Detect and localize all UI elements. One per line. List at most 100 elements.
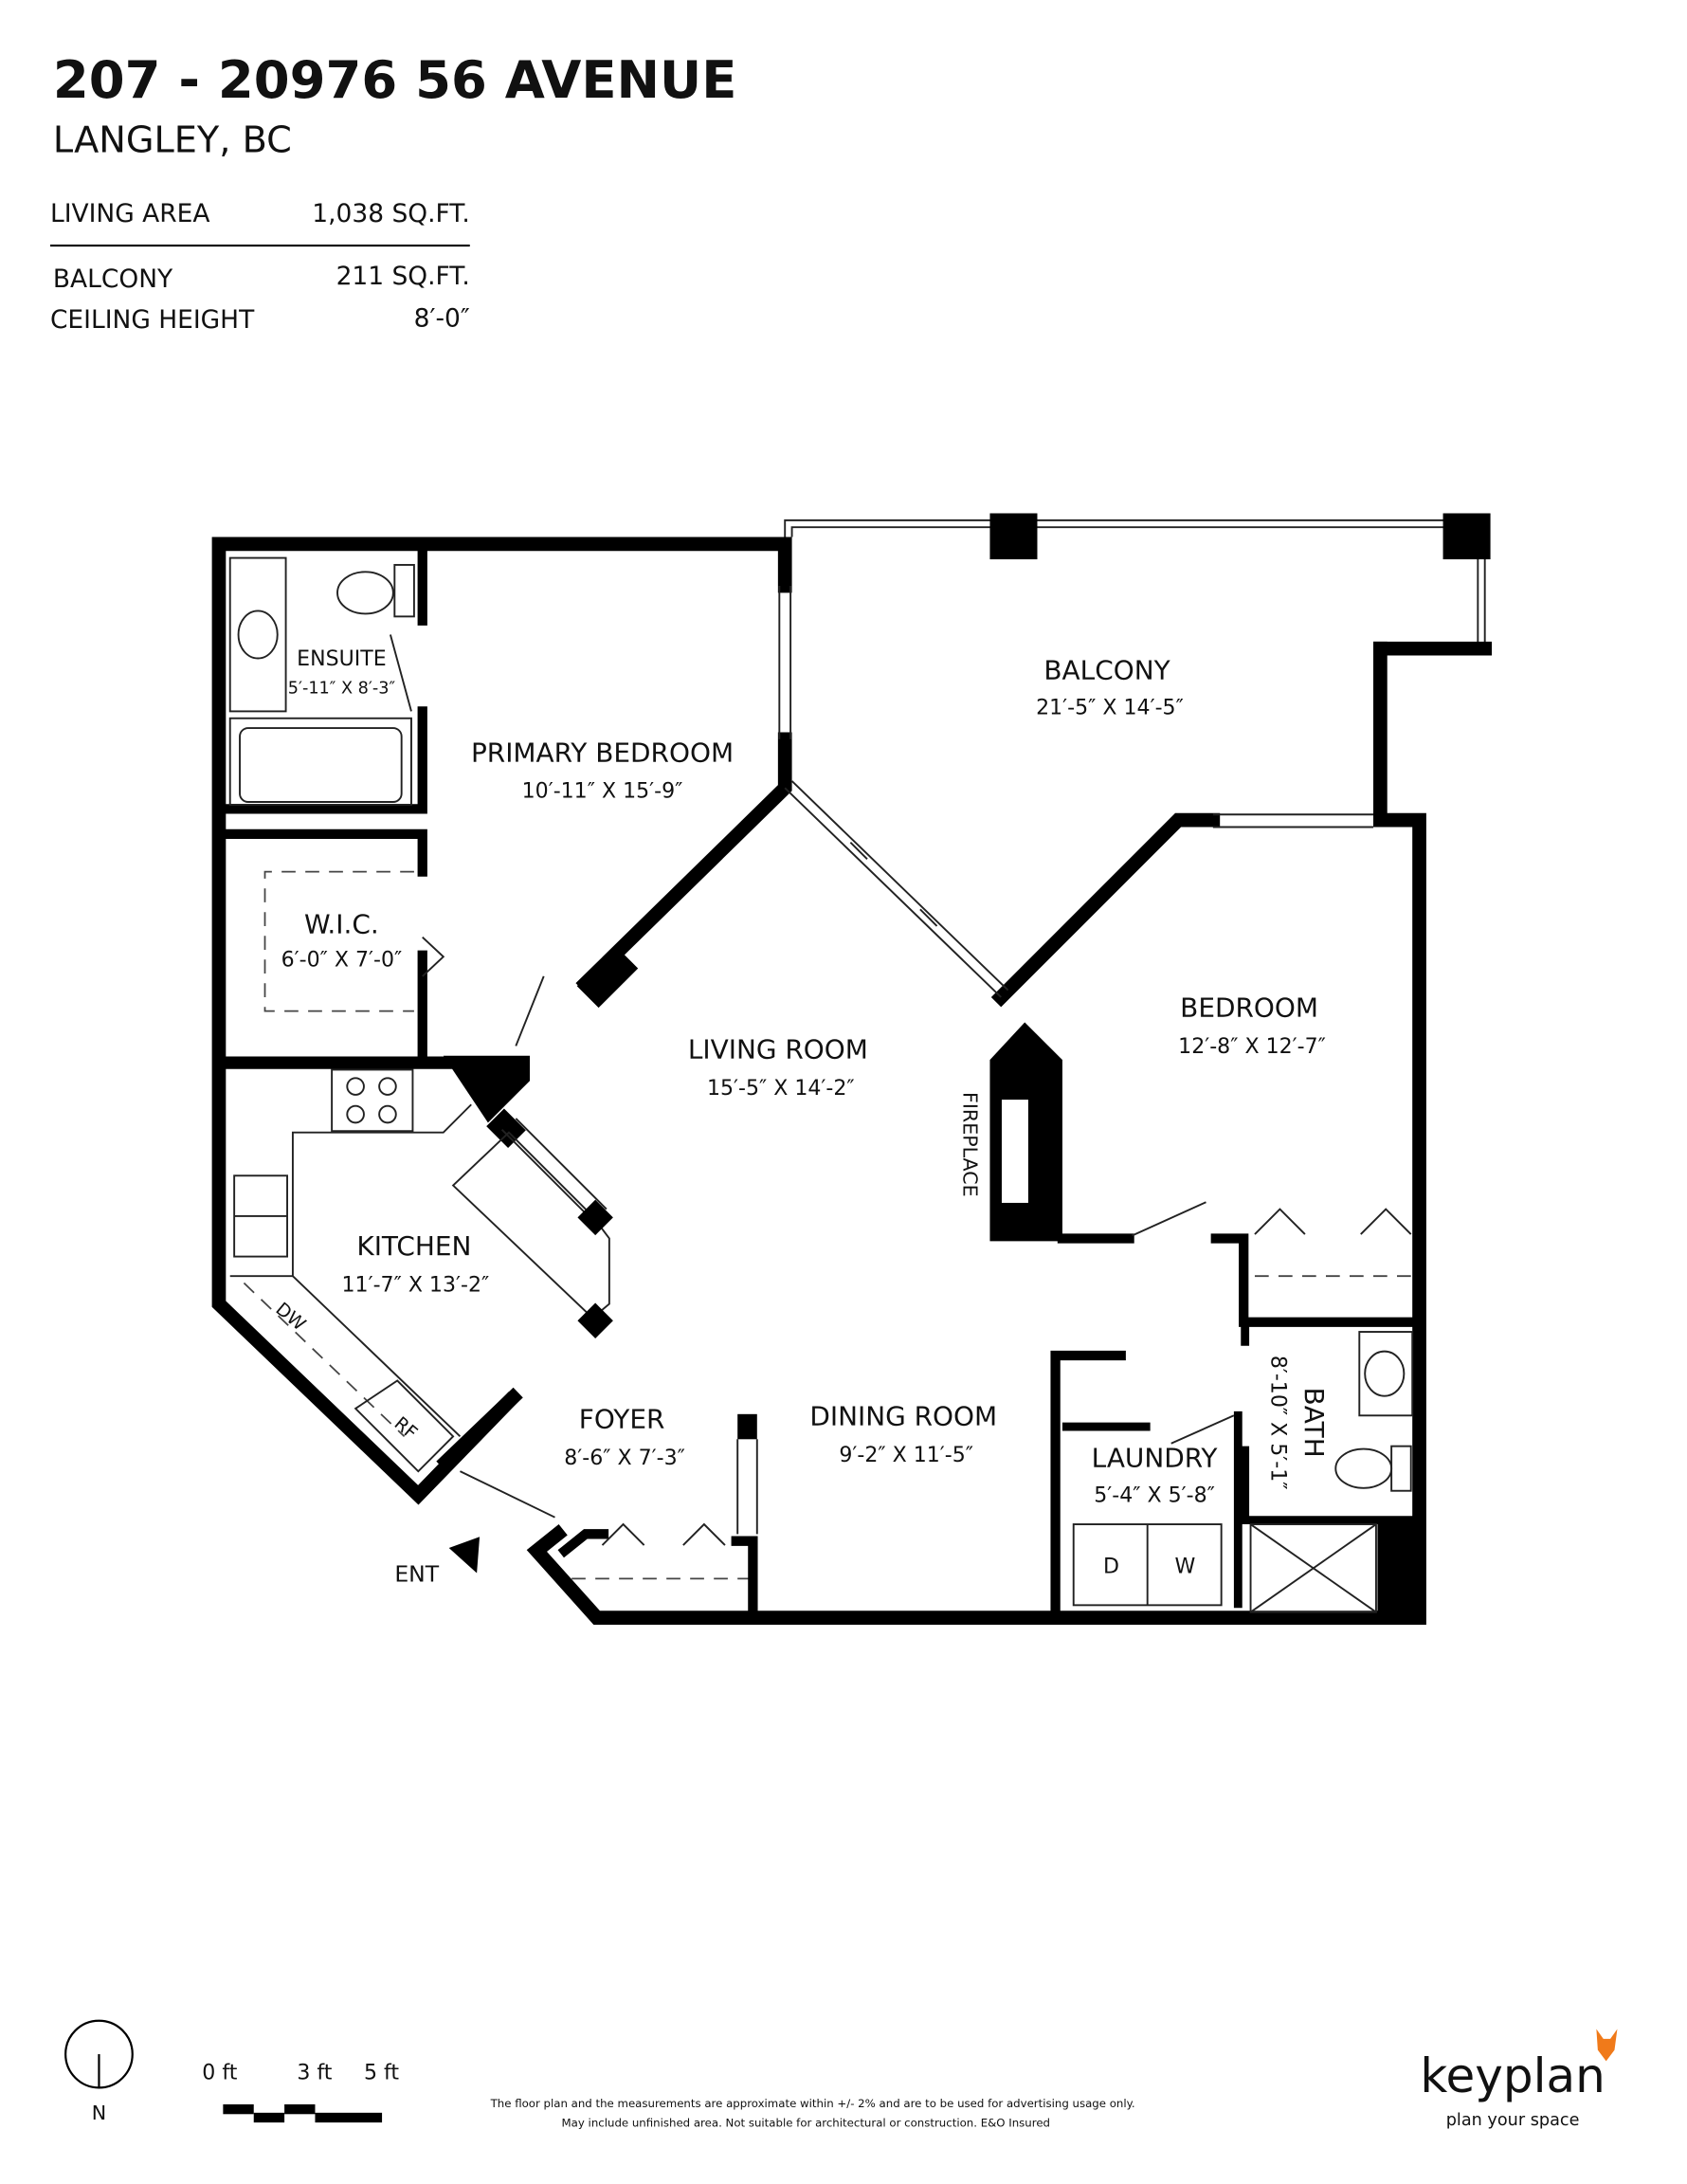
plan-linework: [389, 634, 412, 712]
plan-linework: [557, 1529, 609, 1558]
scale-5-label: 5 ft: [364, 2062, 399, 2085]
room-dims-dining-room: 9′-2″ X 11′-5″: [839, 1444, 973, 1467]
plan-linework: [354, 1379, 455, 1473]
scale-0-label: 0 ft: [202, 2062, 237, 2085]
washer-label: W: [1175, 1556, 1196, 1579]
plan-linework: [731, 1536, 758, 1623]
room-dims-primary-bedroom: 10′-11″ X 15′-9″: [522, 780, 683, 804]
living-area-value: 1,038 SQ.FT.: [312, 199, 469, 228]
plan-linework: [243, 1282, 406, 1437]
plan-linework: [784, 787, 1002, 998]
entrance-label: ENT: [394, 1560, 439, 1587]
plan-linework: [213, 828, 427, 877]
plan-linework: [1210, 1233, 1424, 1327]
exterior-wall: [211, 537, 792, 1505]
room-name-ensuite: ENSUITE: [297, 647, 386, 671]
room-dims-foyer: 8′-6″ X 7′-3″: [564, 1447, 685, 1470]
plan-linework: [346, 1077, 397, 1124]
plan-linework: [1254, 1208, 1306, 1235]
plan-linework: [223, 2104, 254, 2115]
plan-linework: [228, 556, 287, 713]
balcony-area-label: BALCONY: [53, 264, 173, 294]
plan-linework: [331, 1068, 414, 1133]
plan-linework: [486, 1108, 526, 1149]
entrance-arrow-icon: [448, 1537, 481, 1574]
plan-linework: [575, 732, 792, 993]
plan-linework: [849, 842, 868, 861]
plan-linework: [737, 1413, 757, 1440]
footer: N 0 ft 3 ft 5 ft The floor plan and the …: [64, 2019, 1618, 2130]
plan-linework: [1132, 1201, 1206, 1237]
plan-linework: [237, 610, 279, 660]
plan-linework: [515, 1118, 608, 1210]
room-name-dining-room: DINING ROOM: [809, 1401, 997, 1432]
plan-linework: [1249, 1523, 1377, 1613]
fridge-label: RF: [390, 1412, 422, 1444]
disclaimer-line-2: May include unfinished area. Not suitabl…: [562, 2117, 1050, 2130]
room-name-laundry: LAUNDRY: [1092, 1443, 1219, 1474]
north-label: N: [92, 2102, 106, 2124]
plan-linework: [378, 1077, 397, 1096]
plan-linework: [378, 1104, 397, 1124]
scale-bar: [223, 2104, 383, 2123]
ceiling-height-value: 8′-0″: [414, 303, 470, 333]
room-name-foyer: FOYER: [579, 1404, 665, 1435]
plan-linework: [790, 526, 1479, 649]
dryer-label: D: [1103, 1556, 1119, 1579]
address-title: 207 - 20976 56 AVENUE: [53, 49, 736, 110]
room-dims-bedroom: 12′-8″ X 12′-7″: [1178, 1035, 1326, 1059]
column: [1442, 513, 1491, 560]
ceiling-height-label: CEILING HEIGHT: [50, 305, 255, 335]
living-area-label: LIVING AREA: [50, 199, 210, 228]
header: 207 - 20976 56 AVENUE LANGLEY, BC LIVING…: [49, 49, 736, 335]
plan-linework: [228, 717, 412, 806]
room-name-bedroom: BEDROOM: [1180, 992, 1318, 1024]
plan-linework: [393, 563, 415, 618]
plan-linework: [1000, 1098, 1030, 1205]
disclaimer-line-1: The floor plan and the measurements are …: [490, 2097, 1135, 2110]
room-name-wic: W.I.C.: [304, 908, 379, 939]
room-name-living-room: LIVING ROOM: [688, 1034, 868, 1065]
plan-linework: [315, 2112, 383, 2123]
plan-linework: [1377, 1520, 1420, 1618]
plan-linework: [1358, 1331, 1414, 1417]
room-dims-laundry: 5′-4″ X 5′-8″: [1094, 1483, 1215, 1507]
room-name-bath: BATH: [1298, 1388, 1330, 1458]
room-name-kitchen: KITCHEN: [356, 1230, 471, 1262]
room-dims-living-room: 15′-5″ X 14′-2″: [707, 1077, 855, 1101]
logo-tagline: plan your space: [1446, 2111, 1580, 2130]
plan-linework: [577, 1199, 613, 1236]
room-dims-kitchen: 11′-7″ X 13′-2″: [342, 1273, 490, 1297]
plan-linework: [990, 812, 1221, 1008]
plan-linework: [1360, 1208, 1412, 1235]
plan-linework: [422, 937, 445, 977]
room-dims-ensuite: 5′-11″ X 8′-3″: [288, 679, 396, 698]
plan-linework: [1390, 1445, 1412, 1492]
room-dims-bath: 8′-10″ X 5′-1″: [1266, 1356, 1290, 1490]
plan-linework: [515, 975, 545, 1046]
plan-linework: [1334, 1447, 1393, 1489]
plan-linework: [919, 908, 938, 927]
plan-linework: [1241, 1446, 1424, 1525]
floor-plan: FIREPLACE D W: [211, 513, 1493, 1625]
plan-linework: [790, 780, 1009, 992]
room-dims-balcony: 21′-5″ X 14′-5″: [1036, 696, 1184, 719]
fireplace-label: FIREPLACE: [959, 1092, 982, 1197]
plan-linework: [292, 1275, 462, 1438]
plan-linework: [682, 1522, 726, 1546]
fox-icon: [1596, 2029, 1618, 2062]
column: [989, 513, 1038, 560]
plan-linework: [1170, 1414, 1235, 1445]
plan-linework: [213, 706, 427, 814]
keyplan-logo: keyplan plan your space: [1420, 2029, 1618, 2130]
plan-linework: [576, 946, 639, 1009]
city-subtitle: LANGLEY, BC: [53, 119, 292, 161]
plan-linework: [346, 1077, 365, 1096]
plan-linework: [601, 1522, 645, 1546]
plan-linework: [436, 1387, 523, 1472]
plan-linework: [500, 1129, 593, 1222]
plan-linework: [263, 870, 414, 1012]
plan-linework: [443, 1055, 531, 1123]
plan-linework: [239, 727, 403, 803]
